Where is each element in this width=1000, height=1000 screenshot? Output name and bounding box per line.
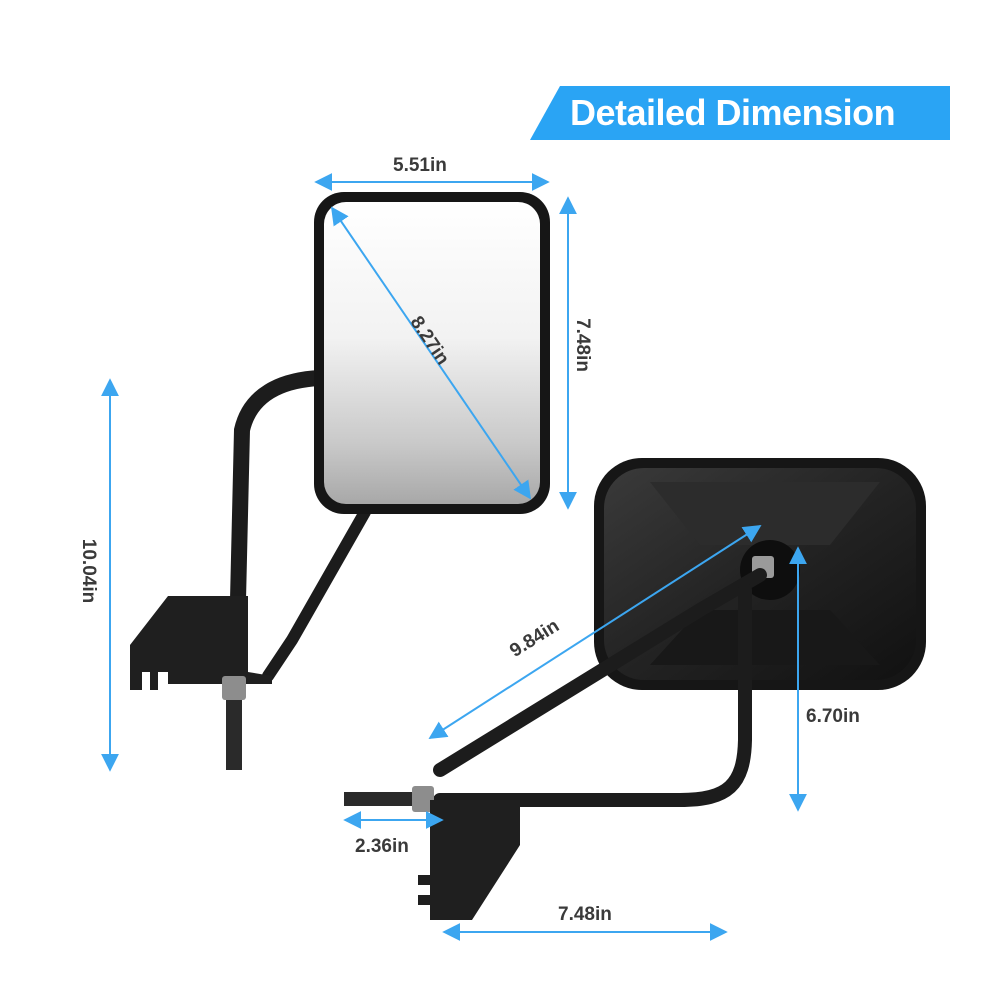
label-base-width: 7.48in [558, 904, 612, 925]
dimension-lines [101, 173, 807, 941]
label-mirror-width: 5.51in [393, 155, 447, 176]
rear-mirror [344, 458, 926, 920]
front-mirror [130, 192, 550, 770]
label-total-height: 10.04in [78, 538, 100, 604]
label-arm-drop: 6.70in [806, 706, 860, 727]
title-banner [530, 86, 950, 140]
label-mirror-height: 7.48in [571, 318, 593, 372]
page-title: Detailed Dimension [570, 92, 896, 133]
label-bolt-offset: 2.36in [355, 836, 409, 857]
